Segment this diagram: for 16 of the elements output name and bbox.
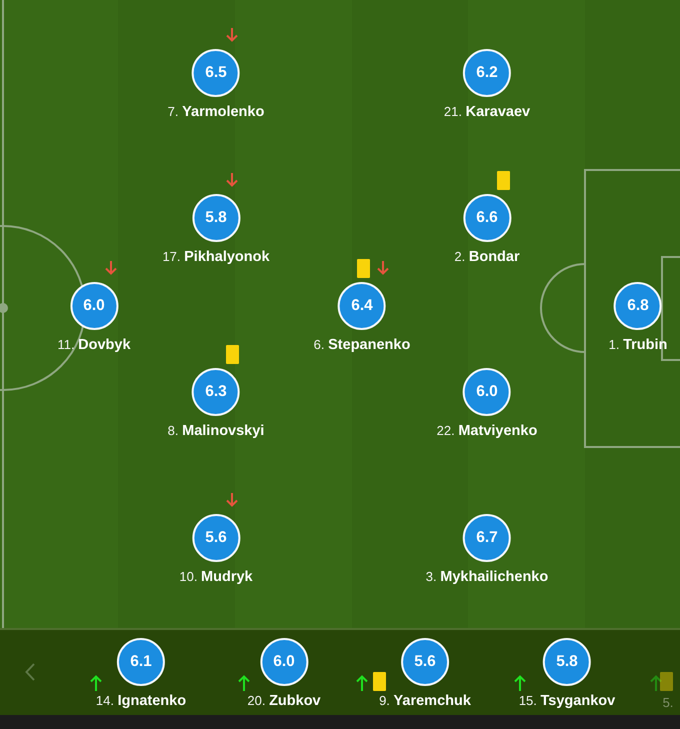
player-name: 11. Dovbyk	[57, 336, 131, 354]
player-name: 2. Bondar	[454, 248, 520, 266]
player-name: 10. Mudryk	[179, 568, 253, 586]
player-name: 17. Pikhalyonok	[162, 248, 270, 266]
player-name: 9. Yaremchuk	[379, 692, 471, 710]
player-name: 7. Yarmolenko	[168, 103, 264, 121]
player-name: 14. Ignatenko	[96, 692, 186, 710]
player-name: 8. Malinovskyi	[168, 422, 264, 440]
player-name: 15. Tsygankov	[518, 692, 616, 710]
player-name: 3. Mykhailichenko	[426, 568, 548, 586]
player-number: 5.	[662, 694, 674, 711]
player-name: 21. Karavaev	[444, 103, 530, 121]
player-name: 20. Zubkov	[247, 692, 321, 710]
player-name: 6. Stepanenko	[314, 336, 410, 354]
player-name: 22. Matviyenko	[436, 422, 538, 440]
player-name: 1. Trubin	[608, 336, 668, 354]
